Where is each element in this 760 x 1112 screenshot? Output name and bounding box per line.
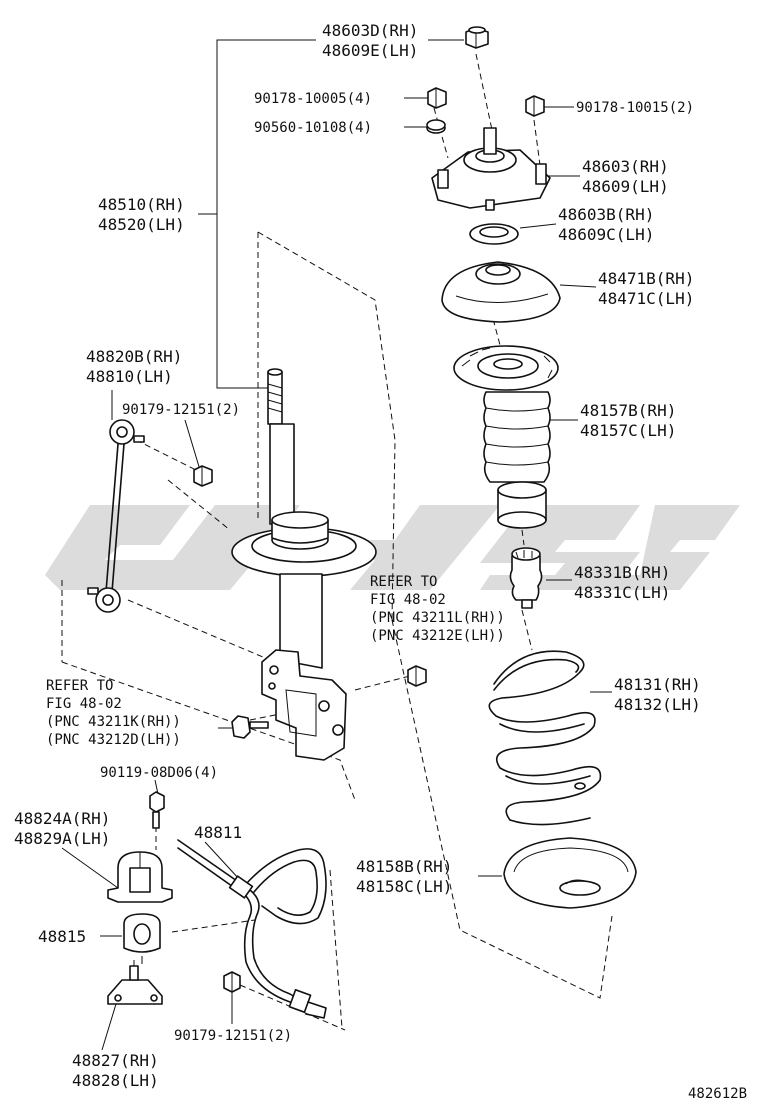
lower-insulator-48158B — [503, 837, 637, 909]
label-48815: 48815 — [38, 927, 86, 946]
label-90179-12151-top: 90179-12151(2) — [122, 402, 240, 418]
label-48157B: 48157B(RH) — [580, 401, 676, 420]
strut-mount-48603 — [431, 127, 551, 211]
nut-90178-10005 — [427, 87, 447, 109]
label-48471C: 48471C(LH) — [598, 289, 694, 308]
label-90179-12151-bottom: 90179-12151(2) — [174, 1028, 292, 1044]
label-refer-left-1: REFER TO — [46, 678, 113, 694]
label-48828: 48828(LH) — [72, 1071, 159, 1090]
bracket-48827 — [107, 965, 163, 1005]
label-refer-left-4: (PNC 43212D(LH)) — [46, 732, 181, 748]
shock-absorber-48510 — [231, 368, 377, 761]
stabilizer-bar-48811 — [177, 839, 327, 1019]
label-48820B: 48820B(RH) — [86, 347, 182, 366]
label-48331C: 48331C(LH) — [574, 583, 670, 602]
label-90178-10015: 90178-10015(2) — [576, 100, 694, 116]
bolt-strut-left — [231, 715, 269, 739]
nut-90178-10015 — [525, 95, 545, 117]
label-refer-right-3: (PNC 43211L(RH)) — [370, 610, 505, 626]
label-48603: 48603(RH) — [582, 157, 669, 176]
label-refer-right-1: REFER TO — [370, 574, 437, 590]
label-refer-left-3: (PNC 43211K(RH)) — [46, 714, 181, 730]
label-refer-left-2: FIG 48-02 — [46, 696, 122, 712]
spring-seat-48471B — [441, 261, 561, 323]
label-48827: 48827(RH) — [72, 1051, 159, 1070]
drawing-number: 482612B — [688, 1086, 747, 1102]
bracket-48824A — [107, 851, 173, 903]
nut-90179-12151-top — [193, 465, 213, 487]
label-48131: 48131(RH) — [614, 675, 701, 694]
label-refer-right-4: (PNC 43212E(LH)) — [370, 628, 505, 644]
label-48510: 48510(RH) — [98, 195, 185, 214]
label-90178-10005: 90178-10005(4) — [254, 91, 372, 107]
washer-90560-10108 — [426, 119, 446, 134]
label-48609: 48609(LH) — [582, 177, 669, 196]
top-nut-48603D — [465, 26, 489, 49]
label-48609E: 48609E(LH) — [322, 41, 418, 60]
bushing-48815 — [123, 913, 161, 964]
label-48603D: 48603D(RH) — [322, 21, 418, 40]
leader-lines — [61, 39, 613, 1051]
bound-stopper-48331B — [509, 547, 543, 609]
label-90560-10108: 90560-10108(4) — [254, 120, 372, 136]
label-48132: 48132(LH) — [614, 695, 701, 714]
label-48331B: 48331B(RH) — [574, 563, 670, 582]
label-48471B: 48471B(RH) — [598, 269, 694, 288]
label-48829A: 48829A(LH) — [14, 829, 110, 848]
stabilizer-link-48820B — [87, 419, 145, 613]
label-48158C: 48158C(LH) — [356, 877, 452, 896]
label-48824A: 48824A(RH) — [14, 809, 110, 828]
label-48811: 48811 — [194, 823, 242, 842]
label-refer-right-2: FIG 48-02 — [370, 592, 446, 608]
coil-spring-48131 — [488, 650, 602, 826]
label-90119-08D06: 90119-08D06(4) — [100, 765, 218, 781]
bearing-48603B — [469, 223, 519, 245]
bolt-90119-08D06 — [149, 791, 165, 829]
label-48603B: 48603B(RH) — [558, 205, 654, 224]
label-48157C: 48157C(LH) — [580, 421, 676, 440]
nut-strut-right — [407, 665, 427, 687]
bump-boot-48157B — [453, 345, 559, 529]
label-48810: 48810(LH) — [86, 367, 173, 386]
label-48609C: 48609C(LH) — [558, 225, 654, 244]
label-48158B: 48158B(RH) — [356, 857, 452, 876]
label-48520: 48520(LH) — [98, 215, 185, 234]
nut-90179-12151-bottom — [223, 971, 241, 993]
part-labels: 48603D(RH) 48609E(LH) 90178-10005(4) 905… — [14, 21, 747, 1102]
